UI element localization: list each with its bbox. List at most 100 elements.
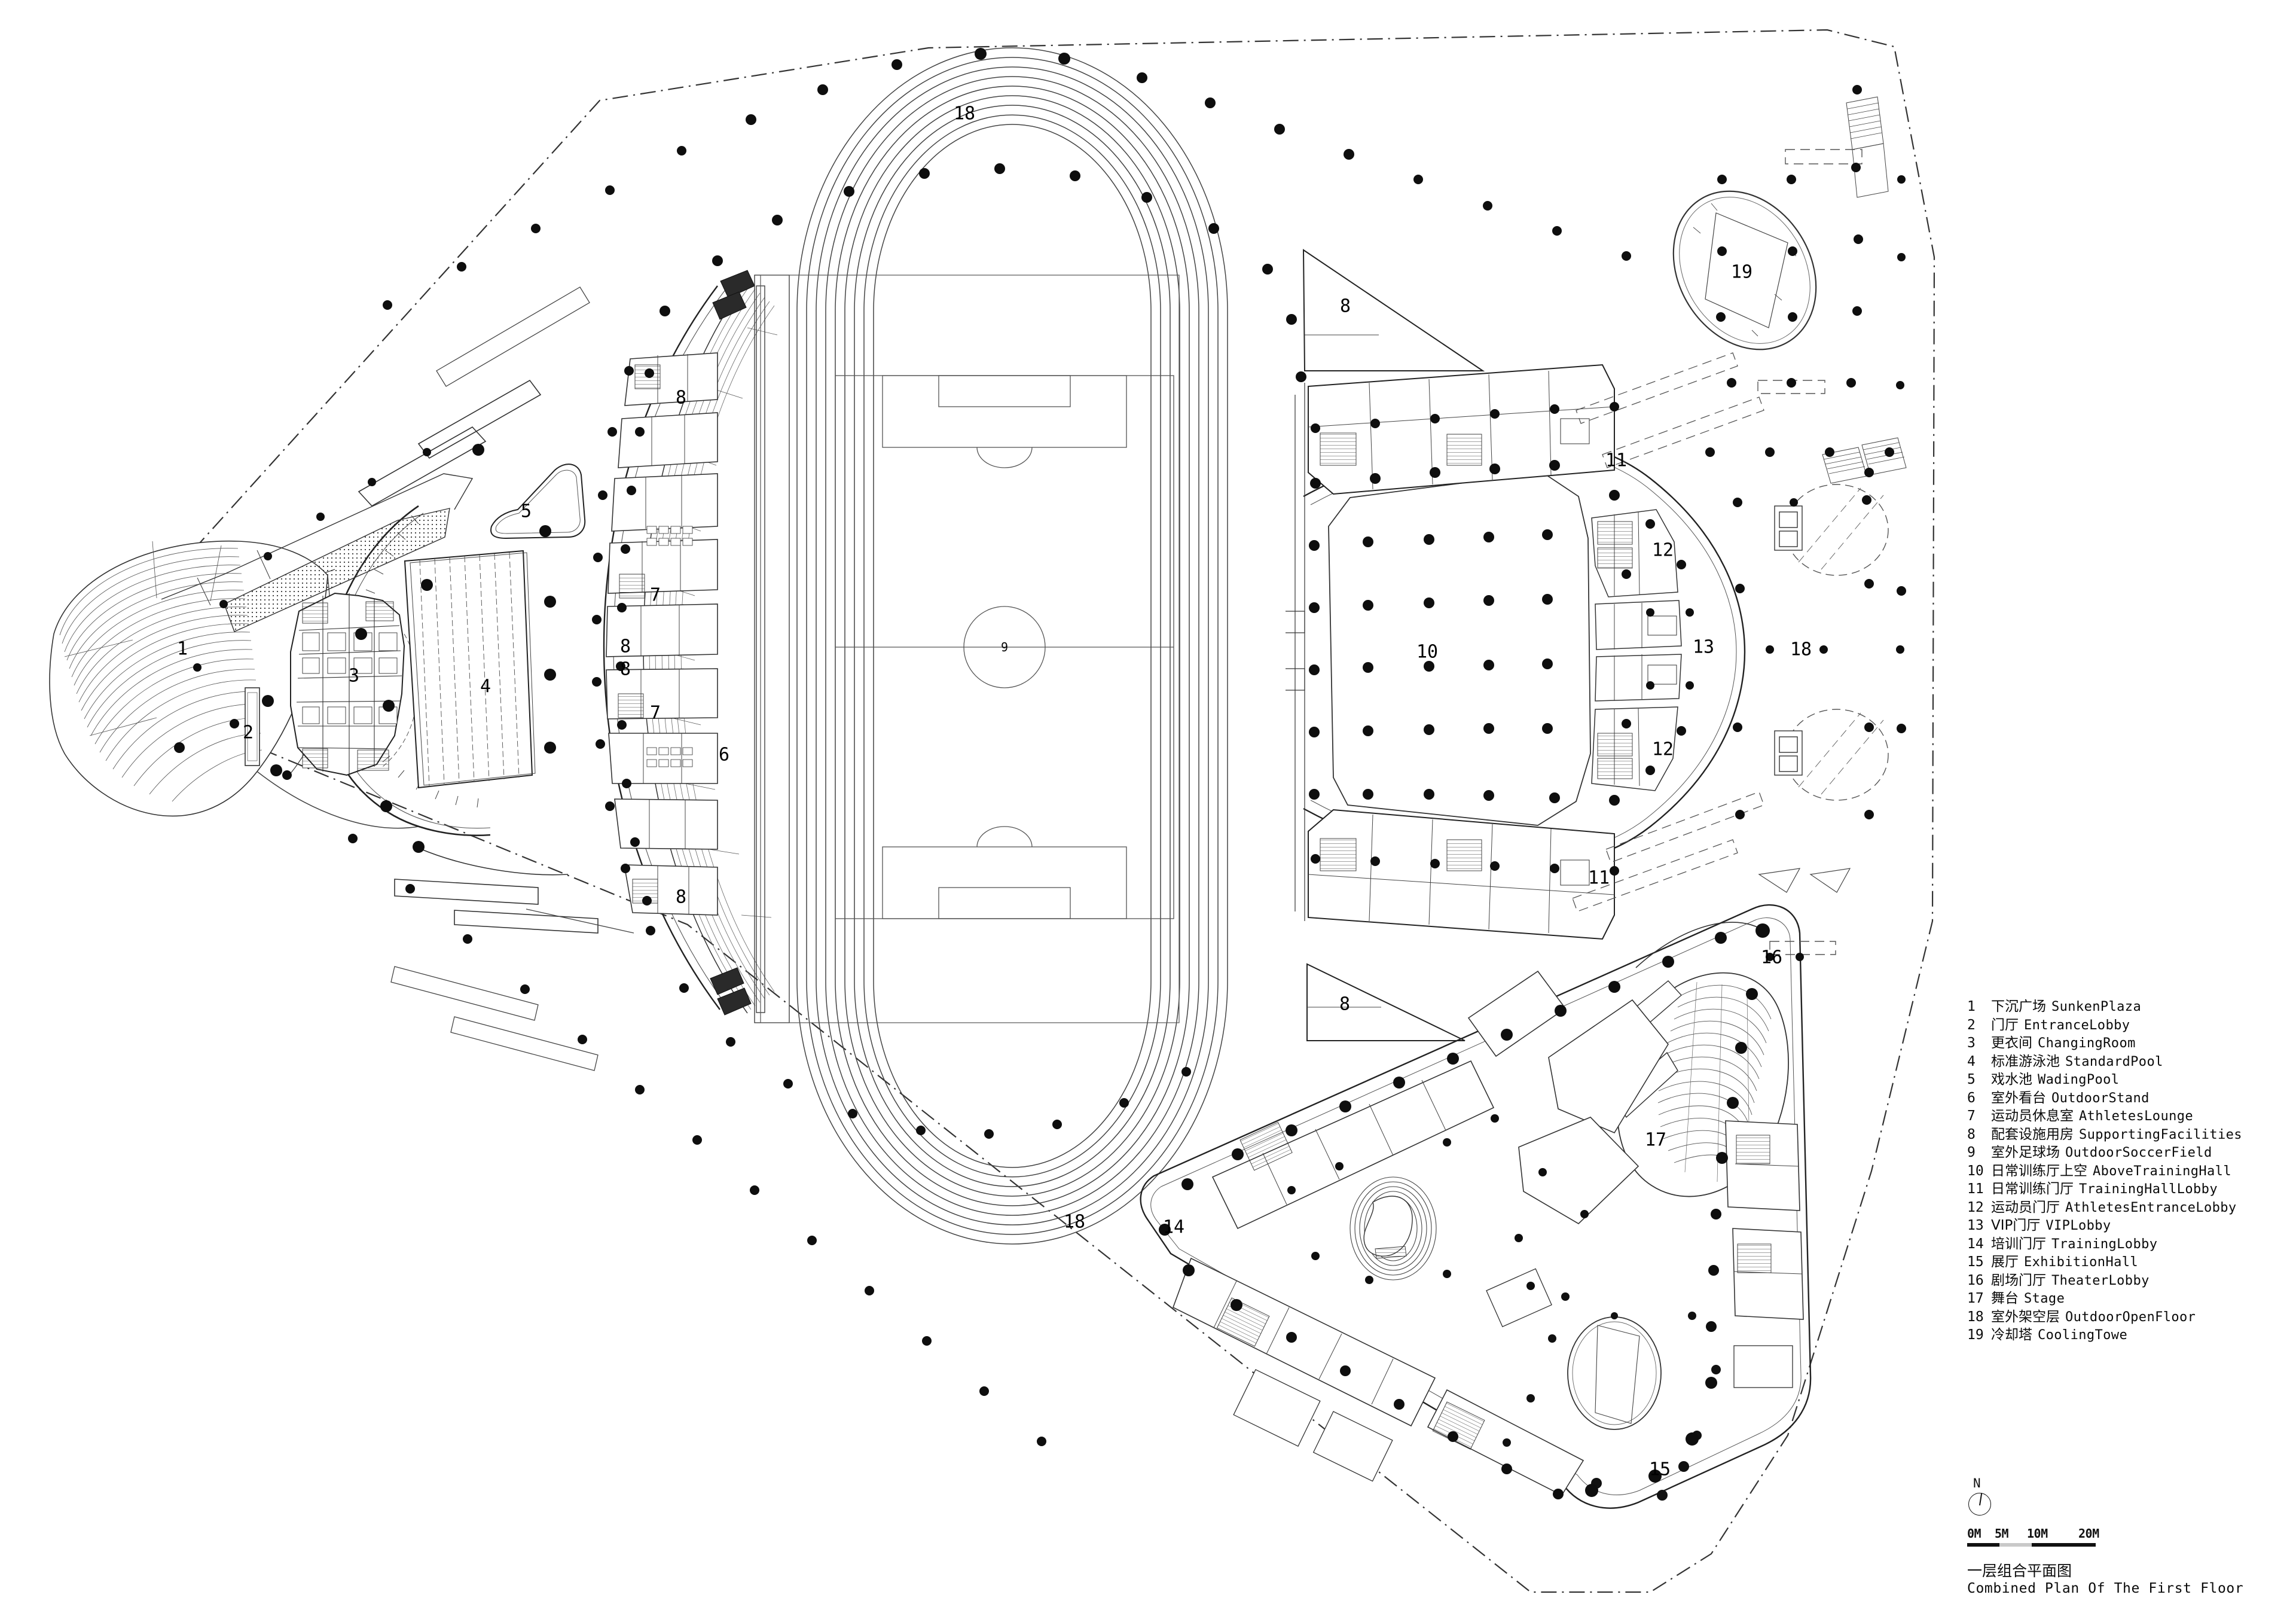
legend-item-number: 9 <box>1967 1145 1976 1160</box>
label-supporting-facilities-nw: 8 <box>675 387 687 408</box>
standard-pool <box>404 550 536 789</box>
arena-stair-cores <box>1597 521 1677 779</box>
se-wing-stairs <box>1216 1121 1772 1450</box>
label-above-training-hall: 10 <box>1416 641 1439 663</box>
legend-item-number: 10 <box>1967 1163 1984 1179</box>
legend-item-label-en: TrainingHallLobby <box>2079 1182 2218 1197</box>
legend-item-label-cn: 室外足球场 <box>1991 1145 2060 1160</box>
arena-south-wing <box>1308 809 1615 940</box>
nw-site-strips <box>390 286 634 1071</box>
legend-item-number: 13 <box>1967 1218 1984 1233</box>
label-cooling-tower: 19 <box>1730 261 1753 283</box>
legend-item-number: 3 <box>1967 1035 1976 1051</box>
legend-item-label-en: TrainingLobby <box>2051 1236 2158 1252</box>
label-supporting-facilities-sw: 8 <box>675 886 687 908</box>
label-training-hall-lobby-north: 11 <box>1605 450 1628 471</box>
label-supporting-facilities-w1: 8 <box>619 636 631 657</box>
label-sunken-plaza: 1 <box>176 638 188 660</box>
spiral-courtyard <box>1349 1176 1437 1280</box>
natatorium-block <box>49 379 599 934</box>
soccer-pitch <box>835 375 1174 919</box>
label-outdoor-open-floor-south: 18 <box>1063 1211 1086 1233</box>
legend-item-label-en: AboveTrainingHall <box>2093 1163 2231 1179</box>
stand-roof-pylons <box>710 270 755 1016</box>
legend-item-label-cn: 室外架空层 <box>1991 1309 2060 1325</box>
legend-item-number: 11 <box>1967 1181 1984 1197</box>
scale-tick-2: 10M <box>2027 1526 2048 1541</box>
label-outdoor-soccer-field: 9 <box>1000 640 1009 654</box>
label-outdoor-stand: 6 <box>718 744 730 766</box>
nw-wing-walls <box>358 379 542 507</box>
legend-item-number: 16 <box>1967 1272 1984 1288</box>
legend-item-label-en: WadingPool <box>2038 1072 2120 1087</box>
legend-item-label-en: SupportingFacilities <box>2079 1127 2242 1142</box>
legend-item-label-en: OutdoorStand <box>2051 1090 2150 1106</box>
legend-item-label-cn: 更衣间 <box>1991 1035 2032 1051</box>
scale-tick-0: 0M <box>1967 1526 1981 1541</box>
legend-item-label-en: ChangingRoom <box>2038 1036 2136 1051</box>
legend-item-label-en: AthletesLounge <box>2079 1109 2194 1124</box>
legend-item-number: 18 <box>1967 1309 1984 1325</box>
legend-item-label-en: TheaterLobby <box>2051 1273 2150 1288</box>
legend-item-label-en: CoolingTowe <box>2038 1328 2128 1343</box>
legend-item-3: 3 更衣间 ChangingRoom <box>1967 1036 2284 1050</box>
label-outdoor-open-floor-north: 18 <box>953 103 976 124</box>
arena-west-facade <box>1286 383 1305 921</box>
athletes-lounge-fixtures <box>646 526 693 767</box>
legend-item-label-cn: 剧场门厅 <box>1991 1272 2046 1288</box>
label-wading-pool: 5 <box>520 501 532 522</box>
legend-item-label-cn: 培训门厅 <box>1991 1236 2046 1252</box>
label-theater-lobby: 16 <box>1760 947 1783 968</box>
legend-item-label-en: SunkenPlaza <box>2051 999 2142 1014</box>
se-room-cluster <box>1233 1268 1793 1482</box>
west-stand-block <box>603 270 790 1023</box>
plaza-canopy-dotted <box>161 473 474 632</box>
west-stand-rooms <box>606 352 718 916</box>
label-entrance-lobby: 2 <box>242 722 254 743</box>
running-track <box>760 47 1228 1245</box>
legend-item-label-cn: 标准游泳池 <box>1991 1053 2060 1069</box>
legend-item-number: 7 <box>1967 1108 1976 1124</box>
legend-item-number: 8 <box>1967 1126 1976 1142</box>
site-boundary-outline <box>80 29 1935 1593</box>
label-supporting-facilities-w2: 8 <box>619 658 631 680</box>
legend-item-label-cn: 门厅 <box>1991 1017 2019 1033</box>
legend-item-label-cn: 下沉广场 <box>1991 999 2046 1014</box>
ne-supporting-facility <box>1302 249 1485 371</box>
sw-wing-walls <box>394 847 599 934</box>
stand-edge-strips <box>754 275 790 1023</box>
changing-room-building <box>290 592 418 776</box>
label-training-lobby: 14 <box>1162 1216 1185 1238</box>
east-plaza-features <box>1572 149 1889 955</box>
label-athletes-entrance-lobby-north: 12 <box>1651 539 1674 561</box>
legend-item-9: 9 室外足球场 OutdoorSoccerField <box>1967 1146 2284 1160</box>
legend-item-label-cn: 冷却塔 <box>1991 1327 2032 1343</box>
label-athletes-lounge-upper: 7 <box>649 584 661 606</box>
structural-column-dots <box>174 48 1906 1499</box>
legend-item-label-en: OutdoorOpenFloor <box>2065 1309 2196 1325</box>
legend-item-label-en: StandardPool <box>2065 1054 2163 1069</box>
legend-item-number: 2 <box>1967 1017 1976 1033</box>
north-letter: N <box>1973 1476 1981 1490</box>
legend-item-label-en: OutdoorSoccerField <box>2065 1145 2212 1160</box>
legend-item-number: 5 <box>1967 1072 1976 1087</box>
label-athletes-lounge-lower: 7 <box>649 702 661 724</box>
legend-item-number: 12 <box>1967 1199 1984 1215</box>
legend-item-label-en: ExhibitionHall <box>2024 1255 2139 1270</box>
legend-item-number: 6 <box>1967 1090 1976 1106</box>
training-hall-block <box>1286 249 1746 1041</box>
ne-roof-louvers <box>1822 96 1907 484</box>
legend-item-label-cn: 展厅 <box>1991 1254 2019 1270</box>
